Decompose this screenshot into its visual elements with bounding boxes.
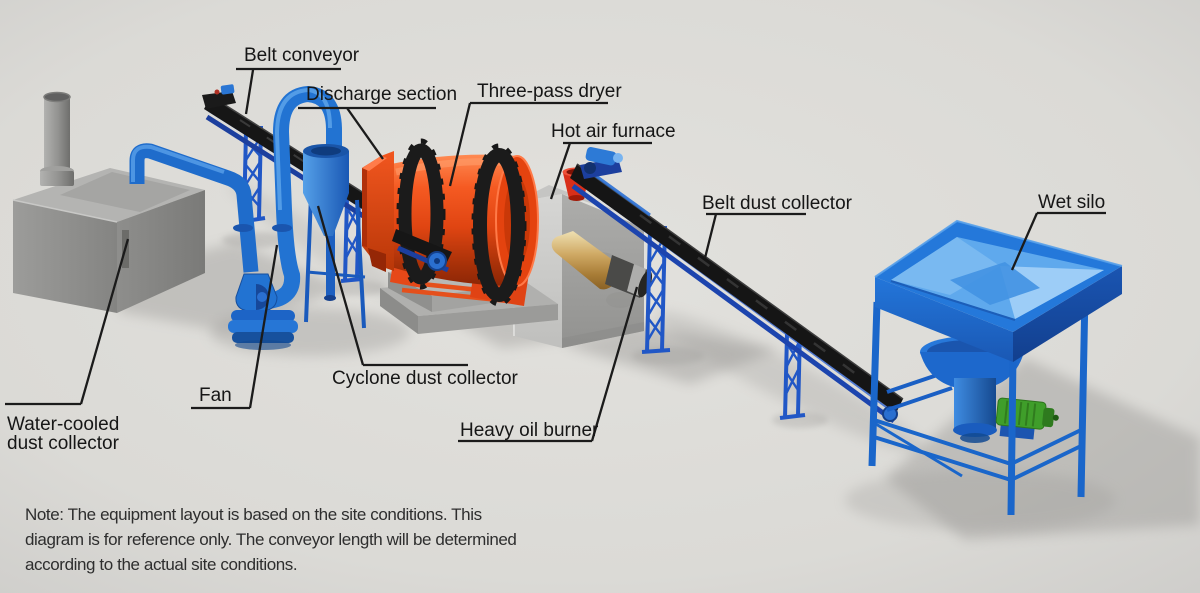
label-belt-dust-collector: Belt dust collector [702,193,853,259]
cyclone-dust-collector [303,144,366,329]
cyclone-leader [316,205,468,367]
wet-silo [868,219,1123,516]
belt-dust-collector-label: Belt dust collector [702,193,853,214]
note-line3: according to the actual site conditions. [25,555,297,574]
silo-hopper [874,219,1123,362]
discharge-section-leader [298,106,436,160]
heavy-oil-burner-label: Heavy oil burner [460,420,599,441]
label-hot-air-furnace: Hot air furnace [549,121,676,200]
label-heavy-oil-burner: Heavy oil burner [458,286,639,443]
note-block: Note: The equipment layout is based on t… [25,505,517,574]
hot-air-furnace-label: Hot air furnace [551,121,676,142]
water-cooled-label-line1: Water-cooled [7,414,119,435]
fan-label: Fan [199,385,232,406]
conveyor2-truss [641,225,806,420]
hot-air-furnace-leader [549,141,652,200]
discharge-section-label: Discharge section [306,84,457,105]
note-line1: Note: The equipment layout is based on t… [25,505,482,524]
belt-dust-collector-leader [703,212,806,259]
water-cooled-label-line2: dust collector [7,433,120,454]
label-discharge-section: Discharge section [298,84,457,160]
water-pipe [129,143,259,273]
label-cyclone-dust-collector: Cyclone dust collector [316,205,519,389]
belt-conveyor-leader [236,67,341,115]
fan-leader [191,244,279,410]
note-line2: diagram is for reference only. The conve… [25,530,516,549]
water-cooled-leader [5,238,130,406]
three-pass-dryer [380,138,558,334]
riding-ring [396,138,527,307]
silo-legs [868,291,1089,516]
labels: Belt conveyor Discharge section Three-pa… [5,45,1106,454]
belt-conveyor-tail [392,229,452,273]
heavy-oil-burner-leader [458,286,639,443]
label-wet-silo: Wet silo [1010,192,1106,271]
conveyor-head-pulley [202,84,236,109]
label-three-pass-dryer: Three-pass dryer [448,81,622,187]
discharge-motor [995,397,1059,440]
wet-silo-label: Wet silo [1038,192,1105,213]
label-fan: Fan [191,244,279,410]
three-pass-dryer-label: Three-pass dryer [477,81,622,102]
cyclone-label: Cyclone dust collector [332,368,519,389]
water-cooled-dust-collector [12,91,205,313]
discharge-section [362,151,394,272]
label-belt-conveyor: Belt conveyor [236,45,360,115]
belt-dust-collector [570,146,904,424]
belt-conveyor-label: Belt conveyor [244,45,360,66]
conveyor2-drive-motor [580,146,623,179]
wet-silo-leader [1010,211,1106,271]
label-water-cooled-dust-collector: Water-cooled dust collector [5,238,130,454]
three-pass-dryer-leader [448,101,608,187]
